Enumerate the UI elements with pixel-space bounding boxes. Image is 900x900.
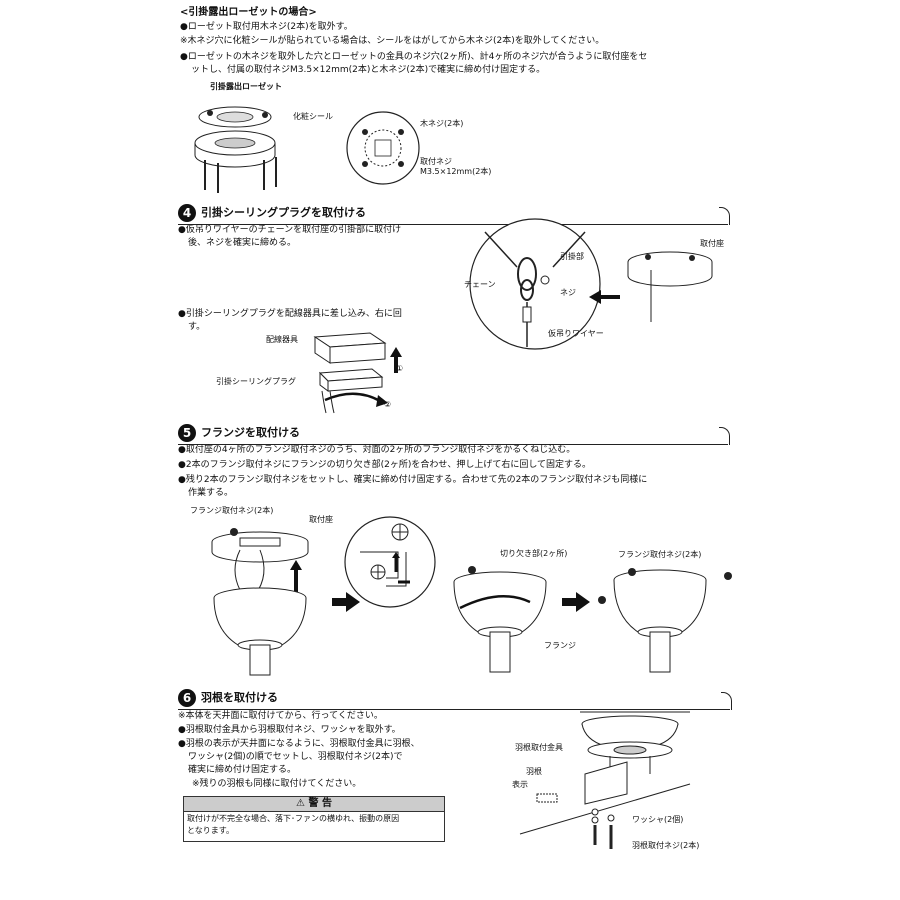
instruction-text: ●ローゼット取付用木ネジ(2本)を取外す。 <box>180 22 353 32</box>
rosette-illustration <box>194 106 277 193</box>
label-ceiling-plug: 引掛シーリングプラグ <box>216 377 296 386</box>
step5-header: 5 フランジを取付ける <box>178 424 730 445</box>
label-flange-screw-2: フランジ取付ネジ(2本) <box>618 550 702 559</box>
label-mount-screw: 取付ネジ <box>420 157 452 166</box>
step-number: 5 <box>178 424 196 442</box>
label-chain: チェーン <box>464 280 496 289</box>
instruction-text: ●2本のフランジ取付ネジにフランジの切り欠き部(2ヶ所)を合わせ、押し上げて右に… <box>178 460 592 470</box>
instruction-text: ●羽根取付金具から羽根取付ネジ、ワッシャを取外す。 <box>178 725 401 735</box>
label-blade: 羽根 <box>526 767 542 776</box>
note-text: ※残りの羽根も同様に取付けてください。 <box>192 779 362 789</box>
step-title: 羽根を取付ける <box>201 691 278 704</box>
label-temp-wire: 仮吊りワイヤー <box>548 329 604 338</box>
label-wiring-device: 配線器具 <box>266 335 298 344</box>
instruction-text: 作業する。 <box>188 488 234 498</box>
label-blade-bracket: 羽根取付金具 <box>515 743 563 752</box>
blade-illustration <box>519 711 691 849</box>
instruction-text: ●引掛シーリングプラグを配線器具に差し込み、右に回 <box>178 309 402 319</box>
note-text: ※木ネジ穴に化粧シールが貼られている場合は、シールをはがしてから木ネジ(2本)を… <box>180 36 605 46</box>
label-hook: 引掛部 <box>560 252 584 261</box>
instruction-text: ●仮吊りワイヤーのチェーンを取付座の引掛部に取付け <box>178 225 402 235</box>
label-blade-screw: 羽根取付ネジ(2本) <box>632 841 700 850</box>
label-base: 取付座 <box>309 515 333 524</box>
instruction-text: ットし、付属の取付ネジM3.5×12mm(2本)と木ネジ(2本)で確実に締め付け… <box>191 65 546 75</box>
label-flange: フランジ <box>544 641 576 650</box>
label-seal: 化粧シール <box>293 112 333 121</box>
instruction-text: 後、ネジを確実に締める。 <box>188 238 297 248</box>
instruction-text: 確実に締め付け固定する。 <box>188 765 297 775</box>
label-washer: ワッシャ(2個) <box>632 815 684 824</box>
label-step-1: ① <box>396 364 404 373</box>
step4-header: 4 引掛シーリングプラグを取付ける <box>178 204 730 225</box>
figure-title: 引掛露出ローゼット <box>210 82 282 91</box>
label-notch: 切り欠き部(2ヶ所) <box>500 549 568 558</box>
warning-box: ⚠ 警 告 取付けが不完全な場合、落下･ファンの横ゆれ、振動の原因 となります。 <box>183 796 445 842</box>
plug-illustration <box>313 332 402 414</box>
instruction-text: す。 <box>188 322 206 332</box>
instruction-text: ●羽根の表示が天井面になるように、羽根取付金具に羽根、 <box>178 739 420 749</box>
instruction-text: ●残り2本のフランジ取付ネジをセットし、確実に締め付け固定する。合わせて先の2本… <box>178 475 648 485</box>
step6-header: 6 羽根を取付ける <box>178 689 732 710</box>
label-flange-screw: フランジ取付ネジ(2本) <box>190 506 274 515</box>
warning-text: となります。 <box>187 826 234 835</box>
step-number: 4 <box>178 204 196 222</box>
step-title: 引掛シーリングプラグを取付ける <box>201 206 366 219</box>
label-mark: 表示 <box>512 780 528 789</box>
note-text: ※本体を天井面に取付けてから、行ってください。 <box>178 711 383 721</box>
warning-title: ⚠ 警 告 <box>184 797 444 812</box>
flange-illustration <box>211 516 732 676</box>
rosette-top-view <box>346 111 420 185</box>
instruction-text: ●取付座の4ヶ所のフランジ取付ネジのうち、対面の2ヶ所のフランジ取付ネジをかるく… <box>178 445 576 455</box>
chain-detail-illustration <box>469 218 713 350</box>
label-base: 取付座 <box>700 239 724 248</box>
instruction-text: ワッシャ(2個)の順でセットし、羽根取付ネジ(2本)で <box>188 752 403 762</box>
warning-text: 取付けが不完全な場合、落下･ファンの横ゆれ、振動の原因 <box>187 814 400 823</box>
label-wood-screw: 木ネジ(2本) <box>420 119 464 128</box>
label-screw: ネジ <box>560 288 576 297</box>
label-mount-screw-size: M3.5×12mm(2本) <box>420 167 492 176</box>
label-step-2: ② <box>384 400 392 409</box>
section-heading: <引掛露出ローゼットの場合> <box>180 7 317 18</box>
step-title: フランジを取付ける <box>201 426 300 439</box>
instruction-text: ●ローゼットの木ネジを取外した穴とローゼットの金具のネジ穴(2ヶ所)、計4ヶ所の… <box>180 52 648 62</box>
step-number: 6 <box>178 689 196 707</box>
